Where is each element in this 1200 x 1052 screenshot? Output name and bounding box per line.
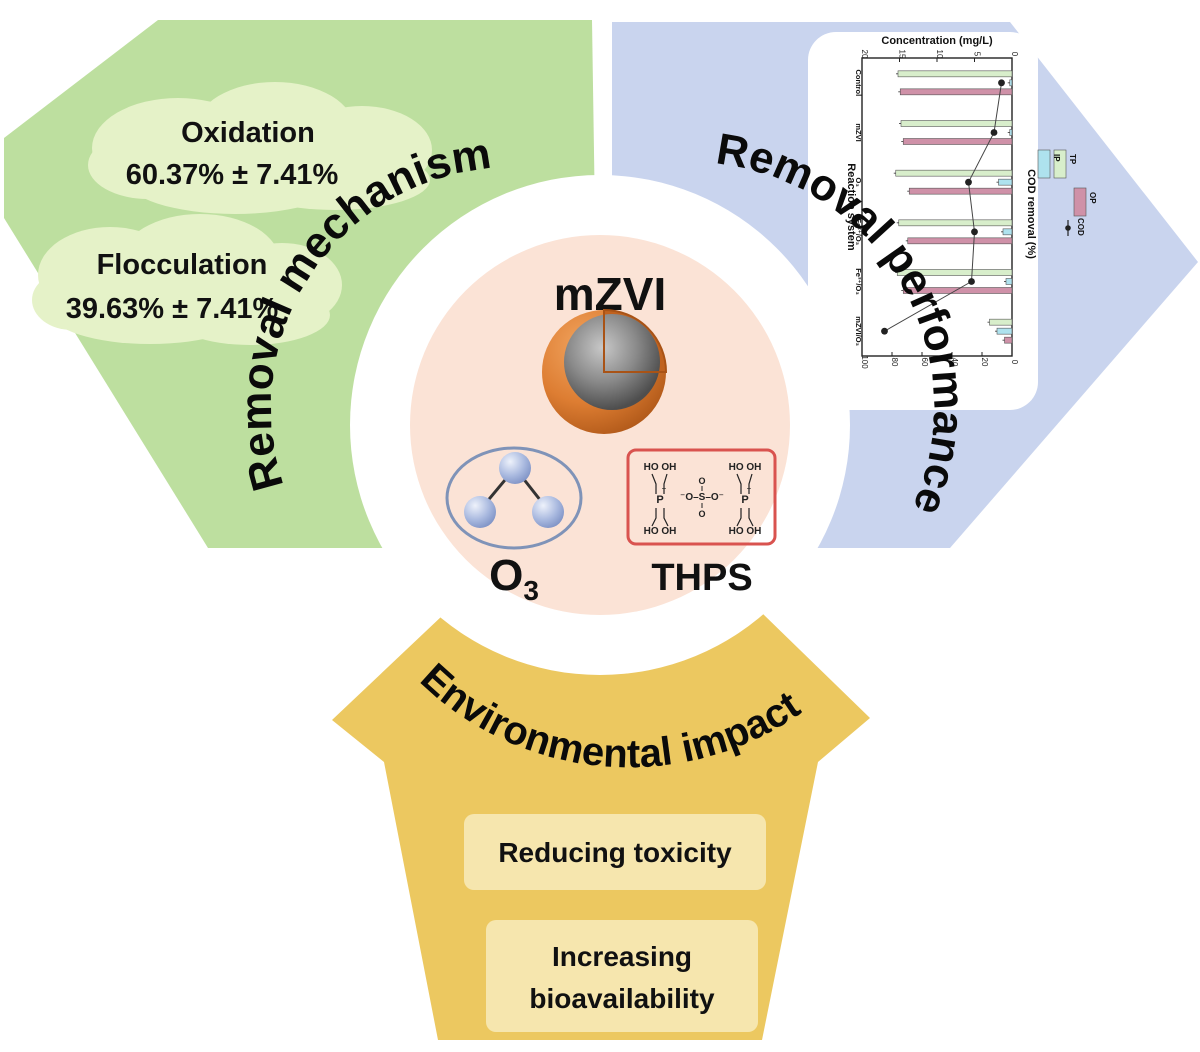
bar-tp <box>897 70 1013 78</box>
legend-swatch-tp <box>1053 149 1067 179</box>
conc-tick-label: 15 <box>898 50 907 59</box>
category-label: mZVI/O₃ <box>854 316 863 346</box>
category-label: O₃ <box>854 178 863 188</box>
ozone-molecule-icon <box>445 446 583 550</box>
conc-axis-title: Concentration (mg/L) <box>881 35 993 47</box>
conc-tick-label: 10 <box>935 50 944 59</box>
conc-tick-label: 5 <box>973 52 982 57</box>
bar-ip <box>1005 278 1013 285</box>
svg-text:HO OH: HO OH <box>729 526 762 537</box>
increasing-bioavailability-box <box>486 920 758 1032</box>
cod-point <box>971 228 978 236</box>
cod-point <box>998 79 1005 87</box>
impact-panel: Reducing toxicity Increasing bioavailabi… <box>332 580 870 1040</box>
reducing-toxicity-box <box>464 814 766 890</box>
ozone-label: O3 <box>489 551 539 606</box>
bar-ip <box>1002 228 1013 236</box>
category-label: mZVI <box>854 123 863 141</box>
bar-ip <box>996 327 1013 335</box>
x-axis-title: Reaction system <box>845 163 857 251</box>
legend-label-ip: IP <box>1052 154 1061 162</box>
reducing-toxicity-text: Reducing toxicity <box>498 837 732 868</box>
oxidation-cloud <box>88 82 432 214</box>
increasing-text: Increasing <box>552 941 692 972</box>
svg-text:HO OH: HO OH <box>644 462 677 473</box>
category-label: Fe³⁺/O₃ <box>854 268 863 295</box>
svg-text:HO OH: HO OH <box>644 526 677 537</box>
legend-swatch-op <box>1073 187 1087 217</box>
oxidation-value: 60.37% ± 7.41% <box>126 159 339 191</box>
cod-point <box>968 278 975 285</box>
cod-point <box>881 327 888 335</box>
cod-tick-label: 60 <box>920 358 929 367</box>
legend-label-op: OP <box>1088 192 1097 204</box>
category-label: Fe²⁺/O₃ <box>854 219 863 246</box>
bar-tp <box>895 169 1013 177</box>
bar-op <box>1004 336 1013 344</box>
legend-swatch-ip <box>1037 149 1051 179</box>
svg-text:P: P <box>656 494 663 506</box>
legend-marker-cod <box>1065 225 1071 231</box>
bar-tp <box>898 219 1013 227</box>
svg-text:O: O <box>698 476 705 486</box>
oxidation-label: Oxidation <box>181 117 315 149</box>
svg-text:O: O <box>698 509 705 519</box>
bar-ip <box>1009 79 1013 87</box>
bar-op <box>907 237 1013 245</box>
category-label: Control <box>854 69 863 96</box>
flocculation-cloud <box>32 214 342 345</box>
bar-op <box>908 187 1013 195</box>
cod-point <box>990 129 998 136</box>
rotated-bar-chart: 0 5 10 15 20 0 20 40 60 80 100 Concentration (mg/L)… <box>845 35 1097 369</box>
svg-text:⁻O–S–O⁻: ⁻O–S–O⁻ <box>680 492 724 503</box>
cod-tick-label: 20 <box>980 358 989 367</box>
cod-tick-label: 40 <box>950 358 959 367</box>
thps-label: THPS <box>651 557 752 599</box>
bar-ip <box>998 178 1013 186</box>
flocculation-value: 39.63% ± 7.41% <box>66 293 279 325</box>
svg-text:P: P <box>741 494 748 506</box>
cod-axis-title: COD removal (%) <box>1025 169 1037 259</box>
cod-tick-label: 0 <box>1010 360 1019 365</box>
cod-point <box>965 178 972 186</box>
svg-text:HO OH: HO OH <box>729 462 762 473</box>
thps-structure-icon: HO OH HO OH HO OH HO OH P P + + ⁻O–S–O⁻ … <box>626 448 777 546</box>
mechanism-panel: Oxidation 60.37% ± 7.41% Flocculation 39… <box>4 20 600 548</box>
flocculation-label: Flocculation <box>97 249 268 281</box>
conc-tick-label: 0 <box>1010 52 1019 57</box>
bar-op <box>902 138 1013 145</box>
bar-ip <box>1009 129 1013 136</box>
conc-tick-label: 20 <box>860 50 869 59</box>
legend-label-cod: COD <box>1076 218 1085 236</box>
bioavailability-text: bioavailability <box>529 983 715 1014</box>
cod-tick-label: 80 <box>890 358 899 367</box>
bar-op <box>899 88 1013 96</box>
mzvi-sphere-icon <box>542 308 668 434</box>
legend-label-tp: TP <box>1068 154 1077 165</box>
cod-tick-label: 100 <box>860 355 869 369</box>
bar-tp <box>989 318 1013 326</box>
cod-line <box>884 82 1002 332</box>
